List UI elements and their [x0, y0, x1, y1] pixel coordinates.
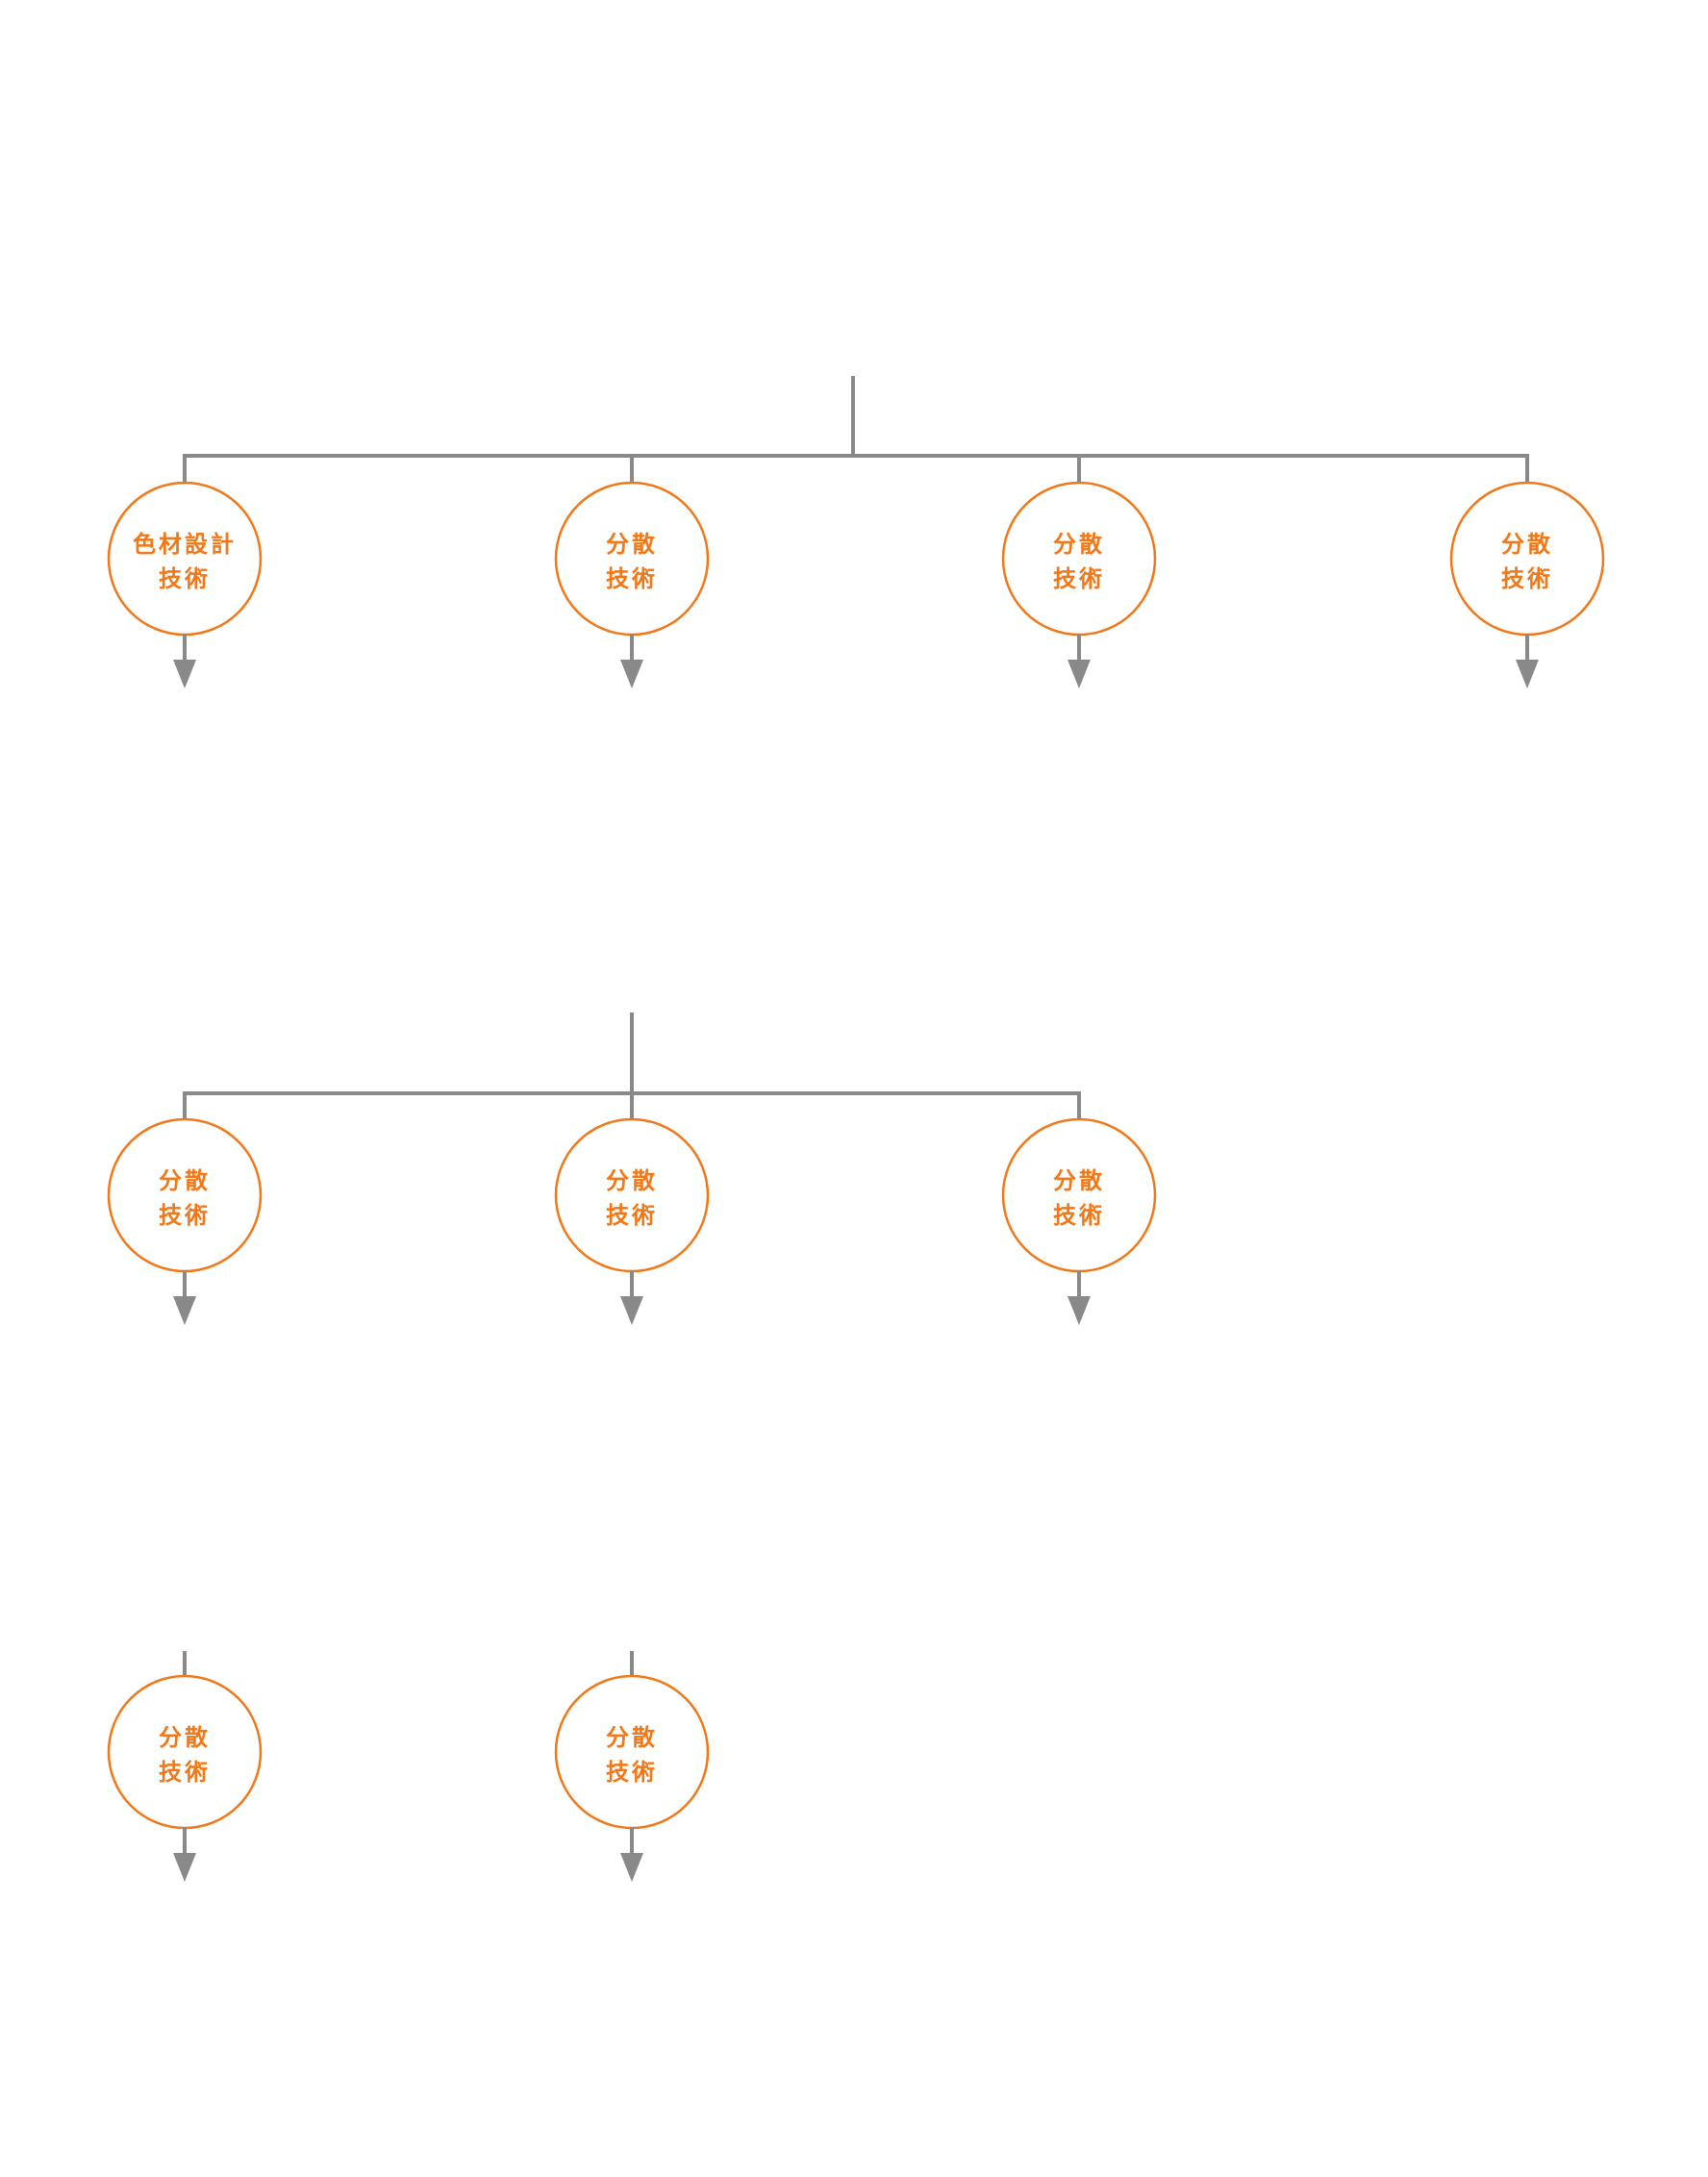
down-arrow-icon — [173, 634, 196, 688]
down-arrow-icon — [620, 634, 643, 688]
node-label-line-2: 技術 — [606, 1759, 658, 1786]
node-circle — [107, 1674, 263, 1830]
node-circle — [554, 1117, 710, 1273]
down-arrow-icon — [620, 1827, 643, 1882]
node-label-line-2: 技術 — [606, 1202, 658, 1229]
down-arrow-icon — [1068, 1270, 1091, 1325]
node-label-line-1: 色材設計 — [133, 531, 237, 558]
node-label-line-2: 技術 — [159, 1202, 211, 1229]
tree-group-3: 分散 技術 分散 技術 — [107, 1651, 710, 1882]
node-label-line-2: 技術 — [1053, 1202, 1105, 1229]
node-label-line-2: 技術 — [1053, 565, 1105, 592]
node-dispersion: 分散 技術 — [554, 1091, 710, 1325]
node-label-line-1: 分散 — [159, 1167, 211, 1194]
node-label-line-1: 分散 — [606, 531, 658, 558]
node-circle — [554, 481, 710, 637]
node-circle — [1001, 1117, 1157, 1273]
node-dispersion: 分散 技術 — [554, 1651, 710, 1882]
node-label-line-1: 分散 — [159, 1724, 211, 1751]
node-dispersion: 分散 技術 — [107, 1651, 263, 1882]
node-label-line-2: 技術 — [606, 565, 658, 592]
node-circle — [1449, 481, 1605, 637]
tree-group-1: 色材設計 技術 分散 技術 分散 技術 — [107, 376, 1605, 688]
tree-group-2: 分散 技術 分散 技術 分散 技術 — [107, 1013, 1157, 1325]
down-arrow-icon — [173, 1270, 196, 1325]
node-colorant-design: 色材設計 技術 — [107, 454, 263, 688]
node-circle — [554, 1674, 710, 1830]
down-arrow-icon — [1516, 634, 1539, 688]
node-circle — [107, 1117, 263, 1273]
node-dispersion: 分散 技術 — [107, 1091, 263, 1325]
node-dispersion: 分散 技術 — [1001, 1091, 1157, 1325]
node-circle — [107, 481, 263, 637]
node-label-line-2: 技術 — [1501, 565, 1553, 592]
node-label-line-2: 技術 — [159, 565, 211, 592]
node-label-line-1: 分散 — [1053, 1167, 1105, 1194]
node-dispersion: 分散 技術 — [554, 454, 710, 688]
node-label-line-1: 分散 — [1053, 531, 1105, 558]
down-arrow-icon — [173, 1827, 196, 1882]
node-label-line-2: 技術 — [159, 1759, 211, 1786]
down-arrow-icon — [620, 1270, 643, 1325]
down-arrow-icon — [1068, 634, 1091, 688]
node-label-line-1: 分散 — [606, 1724, 658, 1751]
node-label-line-1: 分散 — [606, 1167, 658, 1194]
node-dispersion: 分散 技術 — [1001, 454, 1157, 688]
node-dispersion: 分散 技術 — [1449, 454, 1605, 688]
node-label-line-1: 分散 — [1501, 531, 1553, 558]
node-circle — [1001, 481, 1157, 637]
